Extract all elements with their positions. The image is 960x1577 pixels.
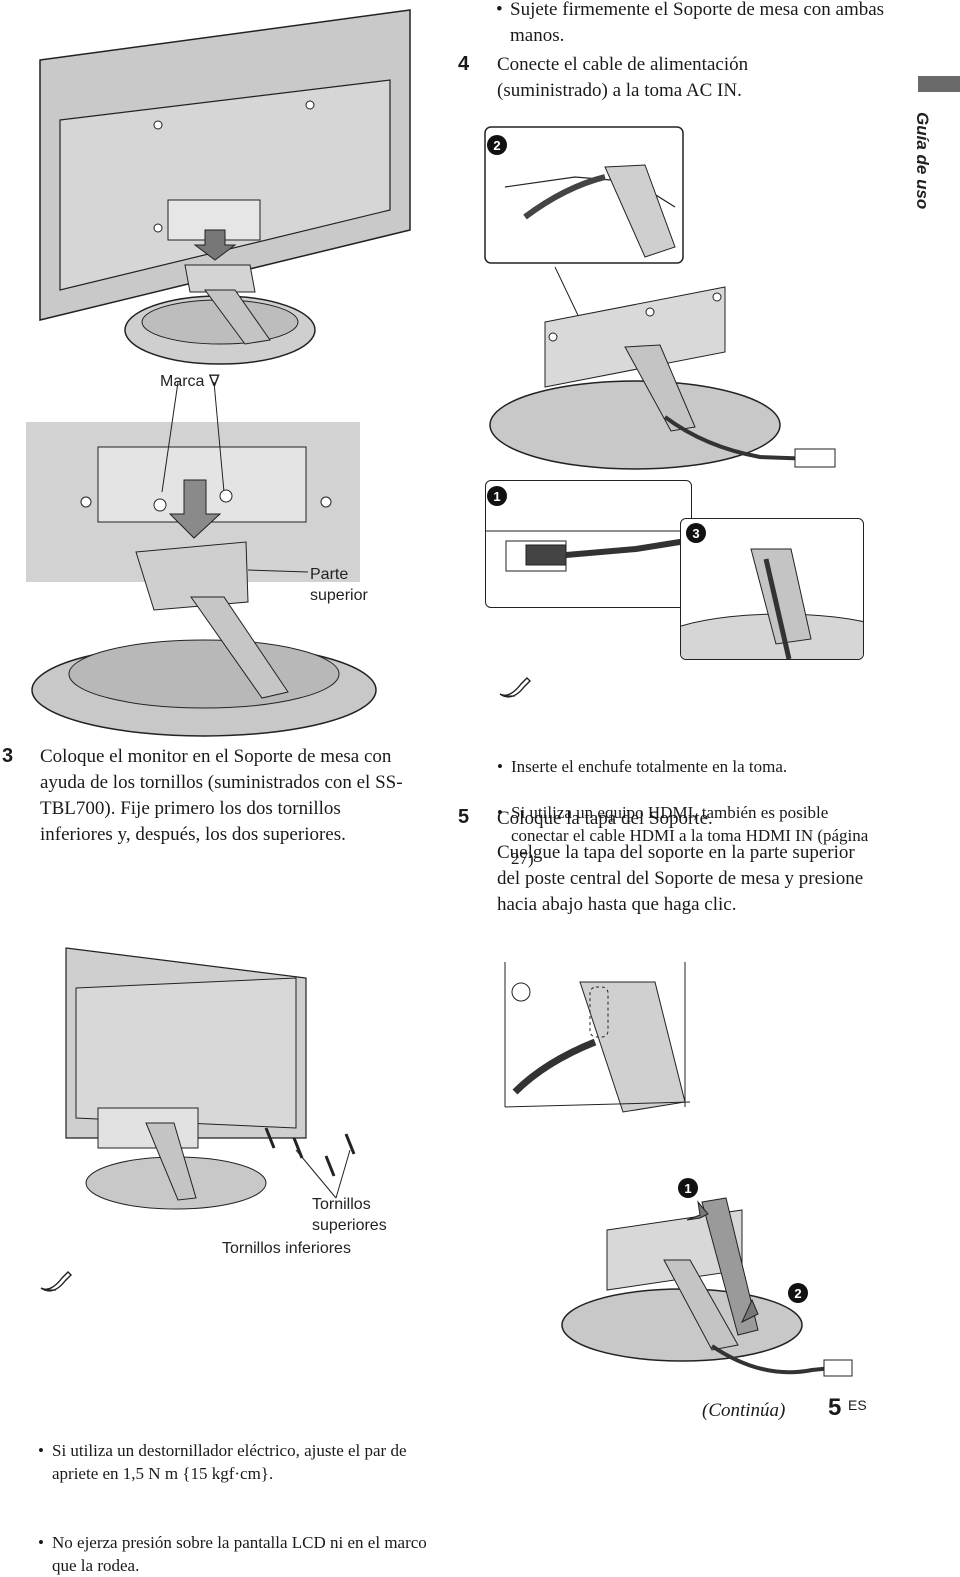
note-pencil-icon-left bbox=[40, 1271, 72, 1292]
badge-1-hdmi: 1 bbox=[487, 486, 507, 506]
note-lcd-pressure: No ejerza presión sobre la pantalla LCD … bbox=[38, 1531, 432, 1577]
hold-stand-note: Sujete firmemente el Soporte de mesa con… bbox=[496, 0, 890, 49]
step-4-number: 4 bbox=[458, 53, 470, 75]
section-tab-bar bbox=[918, 76, 960, 92]
top-part-label: Parte superior bbox=[310, 566, 368, 604]
stand-cover-illustration bbox=[561, 1197, 853, 1377]
mark-label: Marca ∇ bbox=[160, 373, 220, 390]
screws-illustration bbox=[65, 947, 356, 1210]
mark-detail-illustration bbox=[26, 381, 377, 737]
badge-3-clip: 3 bbox=[686, 523, 706, 543]
note-screwdriver: Si utiliza un destornillador eléctrico, … bbox=[38, 1439, 432, 1485]
upper-screws-label: Tornillos superiores bbox=[312, 1196, 387, 1234]
step-4-text: Conecte el cable de alimentación (sumini… bbox=[497, 54, 749, 101]
page-number: 5 bbox=[828, 1394, 842, 1421]
section-title: Guía de uso bbox=[913, 112, 932, 210]
cable-clip-illustration bbox=[681, 548, 863, 659]
language-code: ES bbox=[848, 1397, 867, 1413]
lower-screws-label: Tornillos inferiores bbox=[222, 1240, 351, 1257]
badge-2-cover: 2 bbox=[788, 1283, 808, 1303]
step-5-title: Coloque la tapa del Soporte. bbox=[497, 808, 713, 829]
note-pencil-icon bbox=[499, 677, 531, 698]
hdmi-plug-illustration bbox=[486, 530, 691, 572]
badge-1-cover: 1 bbox=[678, 1178, 698, 1198]
clip-detail-box bbox=[680, 518, 864, 660]
step-5-number: 5 bbox=[458, 806, 470, 828]
step-3-number: 3 bbox=[2, 745, 14, 767]
badge-2-top: 2 bbox=[487, 135, 507, 155]
step-5-text: Cuelgue la tapa del soporte en la parte … bbox=[497, 842, 864, 915]
continues-label: (Continúa) bbox=[702, 1400, 786, 1421]
power-cable-illustration bbox=[484, 126, 836, 470]
note-plug-insert: Inserte el enchufe totalmente en la toma… bbox=[497, 755, 911, 778]
note-hdmi: Si utiliza un equipo HDMI, también es po… bbox=[497, 801, 871, 870]
step-3-text: Coloque el monitor en el Soporte de mesa… bbox=[40, 746, 403, 845]
stand-cover-detail-illustration bbox=[504, 962, 691, 1113]
hdmi-detail-box bbox=[485, 480, 692, 608]
tv-stand-illustration bbox=[39, 9, 411, 365]
